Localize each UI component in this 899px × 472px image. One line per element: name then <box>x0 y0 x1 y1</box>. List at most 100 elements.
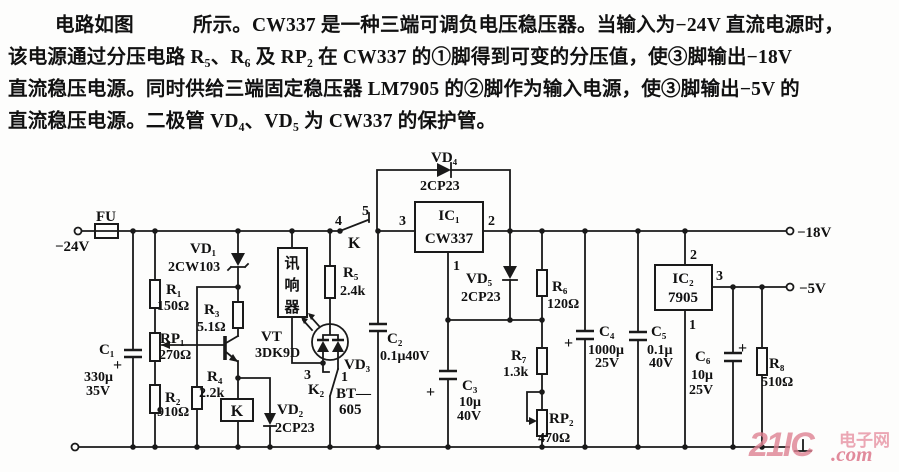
label-C5-value2: 40V <box>649 356 673 371</box>
potentiometer-RP1: RP₁ 270Ω <box>149 331 226 386</box>
relay-K-symbol <box>220 398 254 422</box>
resistor-R5-symbol <box>324 265 336 299</box>
label-C4-value2: 25V <box>595 356 619 371</box>
terminal-neg18 <box>785 226 795 236</box>
label-R2-name: R₂ <box>165 390 181 406</box>
label-VD5-name: VD₅ <box>466 271 493 287</box>
label-VD1-name: VD₁ <box>190 241 216 257</box>
label-C6-value1: 10μ <box>691 368 713 383</box>
label-R6-name: R₆ <box>552 279 568 295</box>
label-K2-pin1: 1 <box>341 370 348 385</box>
capacitor-C3: C₃ 10μ 40V + <box>426 251 543 448</box>
label-K-pin5: 5 <box>362 204 369 219</box>
input-terminals: −24V <box>55 226 90 452</box>
label-IC1-pin1: 1 <box>453 259 460 274</box>
label-C5-value1: 0.1μ <box>647 343 673 358</box>
resistor-R8: R₈ 510Ω <box>756 286 793 448</box>
label-IC2-pin2: 2 <box>690 248 697 263</box>
resistor-R3-symbol <box>232 301 244 329</box>
diode-VD5-symbol <box>503 266 517 279</box>
label-C5-name: C₅ <box>651 324 667 340</box>
label-R4-value: 2.2k <box>199 386 225 401</box>
label-IC1-name: IC₁ <box>438 208 459 224</box>
diode-VD4-symbol <box>437 163 451 177</box>
label-fuse: FU <box>96 209 116 225</box>
label-buzzer-char1: 讯 <box>284 255 299 272</box>
label-C2-value: 0.1μ40V <box>380 349 430 364</box>
switch-K: 4 5 K <box>335 204 370 252</box>
potentiometer-RP2: RP₂ 470Ω <box>526 391 574 448</box>
resistor-R1-symbol <box>149 279 161 309</box>
label-RP2-value: 470Ω <box>538 431 570 446</box>
label-vout5: −5V <box>799 281 826 297</box>
label-C2-name: C₂ <box>387 331 403 347</box>
label-VD2-value: 2CP23 <box>275 421 315 436</box>
label-K2-pin3: 3 <box>304 368 311 383</box>
label-IC2-pin3: 3 <box>716 269 723 284</box>
terminal-neg24-bottom <box>70 442 80 452</box>
capacitor-C6: C₆ 10μ 25V + <box>689 286 747 448</box>
label-R3-value: 5.1Ω <box>197 320 226 335</box>
resistor-R8-symbol <box>756 347 768 376</box>
ic-IC1-symbol <box>414 201 484 253</box>
paragraph-line-3: 直流稳压电源。同时供给三端固定稳压器 LM7905 的②脚作为输入电源，使③脚输… <box>8 79 800 100</box>
diode-VD1-symbol <box>231 253 245 266</box>
label-IC2-pin1: 1 <box>689 318 696 333</box>
label-VD2-name: VD₂ <box>277 402 304 418</box>
terminal-neg24-top <box>73 226 83 236</box>
label-RP1-name: RP₁ <box>160 331 185 347</box>
label-R2-value: 910Ω <box>157 405 189 420</box>
label-vin: −24V <box>55 239 90 255</box>
label-IC2-name: IC₂ <box>672 271 694 287</box>
led-VD3: VD₃ <box>301 313 371 373</box>
paragraph-line-4: 直流稳压电源。二极管 VD₄、VD₅ 为 CW337 的保护管。 <box>8 111 497 132</box>
label-vout18: −18V <box>797 225 832 241</box>
label-IC1-pin2: 2 <box>488 214 495 229</box>
label-BT-model1: BT— <box>336 386 372 402</box>
paragraph-line-2: 该电源通过分压电路 R₅、R₆ 及 RP₂ 在 CW337 的①脚得到可变的分压… <box>8 47 793 68</box>
diode-VD1: VD₁ 2CW103 <box>168 230 250 288</box>
label-RP1-value: 270Ω <box>159 348 191 363</box>
label-C1-value2: 35V <box>86 384 110 399</box>
label-K-name: K <box>348 235 361 252</box>
transistor-VT: VT 3DK9D <box>223 329 300 379</box>
resistor-R1: R₁ 150Ω <box>149 230 189 334</box>
resistor-R5: R₅ 2.4k <box>324 230 366 325</box>
label-buzzer-char2: 响 <box>284 276 299 294</box>
ic-IC2: IC₂ 7905 2 3 1 <box>654 230 788 448</box>
label-VT-value: 3DK9D <box>255 346 300 361</box>
resistor-R4-symbol <box>191 386 203 410</box>
label-IC2-value: 7905 <box>668 290 698 306</box>
label-R5-value: 2.4k <box>340 284 366 299</box>
label-C1-name: C₁ <box>99 342 114 358</box>
led-VD3-left-diode <box>317 341 329 352</box>
switch-K2: 3 1 K₂ BT— 605 <box>304 367 372 448</box>
output-terminals: −18V −5V <box>785 225 832 297</box>
diode-VD2: VD₂ 2CP23 <box>237 377 315 448</box>
ic-IC2-symbol <box>654 264 713 311</box>
junction-dots <box>130 228 765 450</box>
label-IC1-value: CW337 <box>425 231 474 247</box>
transistor-emitter-arrow <box>229 354 238 362</box>
label-R4-name: R₄ <box>207 369 223 385</box>
label-C1-value1: 330μ <box>84 370 113 385</box>
label-VD5-value: 2CP23 <box>461 290 501 305</box>
label-BT-model2: 605 <box>339 402 362 418</box>
potentiometer-RP2-symbol <box>536 409 548 437</box>
label-R6-value: 120Ω <box>547 297 579 312</box>
label-K2-name: K₂ <box>308 382 325 398</box>
label-buzzer-char3: 器 <box>283 299 300 316</box>
label-VD1-value: 2CW103 <box>168 260 220 275</box>
diode-VD4: VD₄ 2CP23 <box>376 150 511 232</box>
capacitor-C2: C₂ 0.1μ40V <box>369 230 430 448</box>
plus-sign-C1: + <box>113 357 122 374</box>
buzzer-symbol <box>277 247 308 318</box>
label-R5-name: R₅ <box>343 265 359 281</box>
RP2-wiper-arrow <box>529 417 537 425</box>
label-RP2-name: RP₂ <box>549 411 574 427</box>
resistor-R7: R₇ 1.3k <box>503 319 548 393</box>
label-VD4-value: 2CP23 <box>420 179 460 194</box>
paragraph-line-1: 电路如图 所示。CW337 是一种三端可调负电压稳压器。当输入为−24V 直流电… <box>55 15 844 36</box>
label-C6-value2: 25V <box>689 383 713 398</box>
